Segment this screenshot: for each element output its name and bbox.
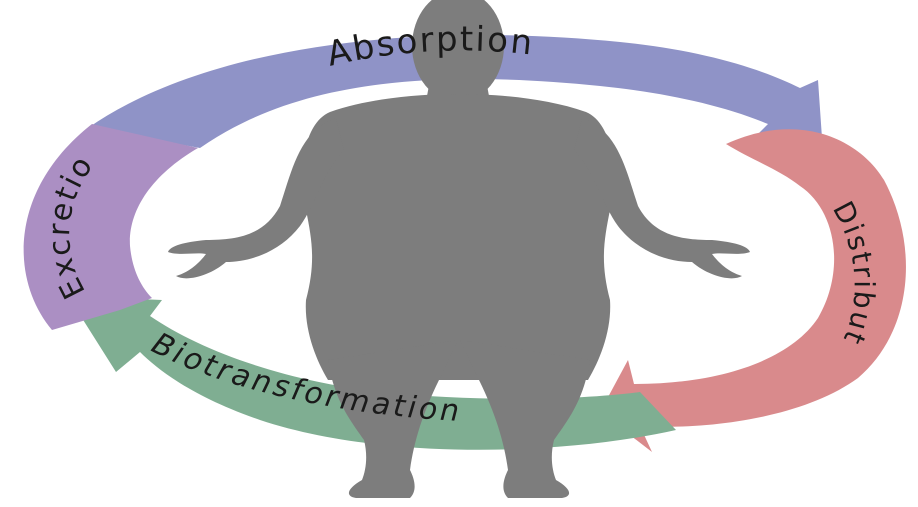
absorption-arrow	[88, 34, 822, 148]
distribution-arrow	[600, 129, 906, 452]
human-body-figure	[168, 0, 750, 498]
excretion-arrow	[23, 124, 199, 330]
